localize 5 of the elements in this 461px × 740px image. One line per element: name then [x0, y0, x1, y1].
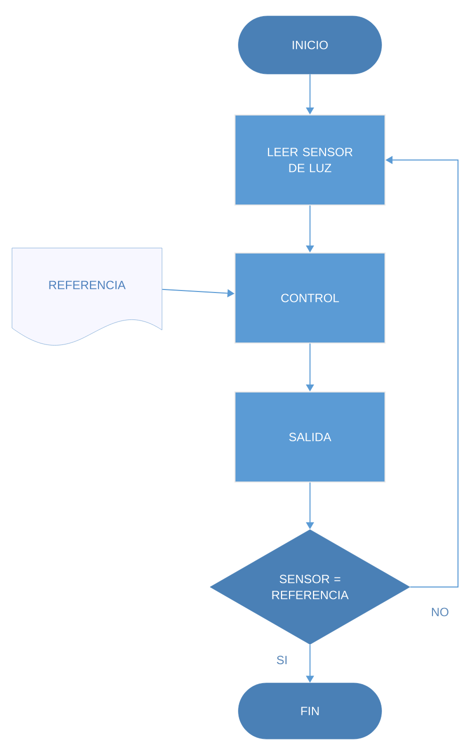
process-box: SALIDA [234, 392, 386, 482]
edge-label: SI [275, 654, 289, 666]
process-box: LEER SENSOR DE LUZ [234, 114, 386, 206]
edge-label: NO [430, 606, 450, 618]
process-box: CONTROL [234, 252, 386, 344]
